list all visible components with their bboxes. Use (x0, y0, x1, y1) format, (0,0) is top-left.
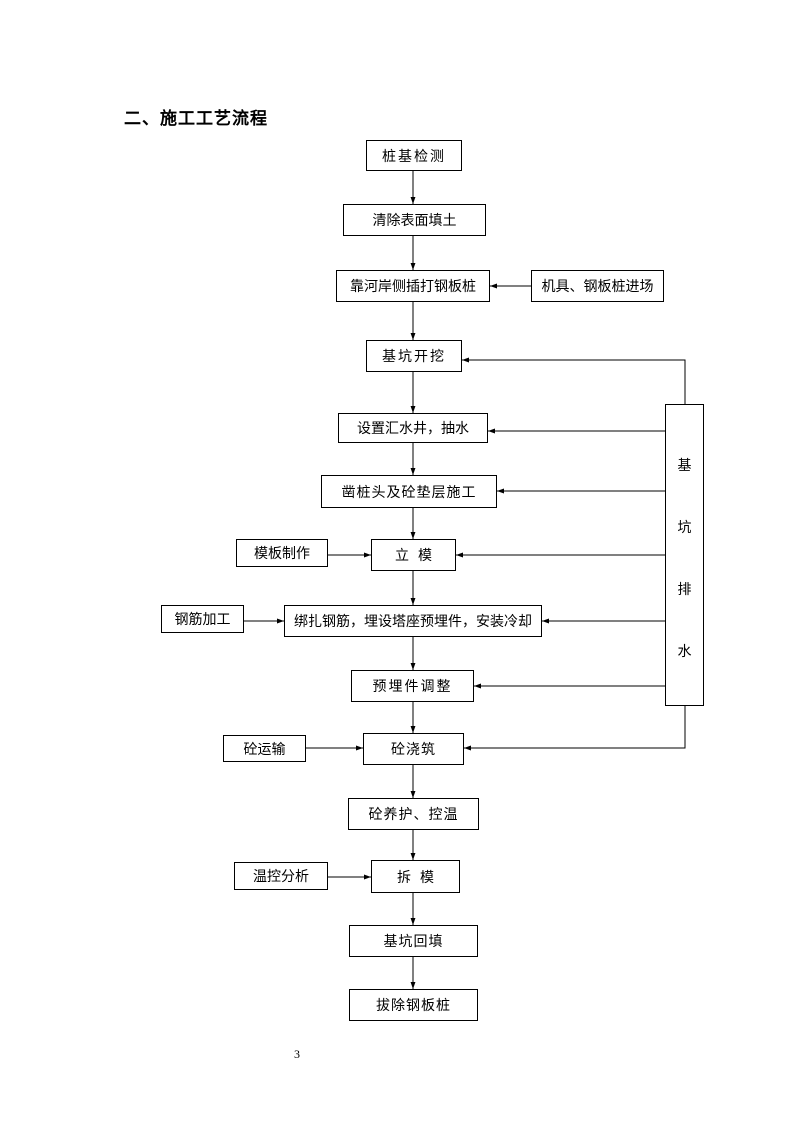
step-pile-head-cushion: 凿桩头及砼垫层施工 (321, 475, 497, 508)
drain-to-pour (464, 706, 686, 751)
drainage-char-4: 水 (677, 644, 692, 660)
step-sump-pumping: 设置汇水井，抽水 (338, 413, 488, 443)
drainage-char-3: 排 (677, 582, 692, 598)
drainage-char-2: 坑 (677, 520, 692, 536)
input-equipment: 机具、钢板桩进场 (531, 270, 664, 302)
step-curing-temp: 砼养护、控温 (348, 798, 479, 830)
step-remove-sheet-pile: 拔除钢板桩 (349, 989, 478, 1021)
step-concrete-pour: 砼浇筑 (363, 733, 464, 765)
step-formwork-erect: 立 模 (371, 539, 456, 571)
input-formwork-making: 模板制作 (236, 539, 328, 567)
foundation-pit-drainage-box: 基 坑 排 水 (665, 404, 704, 706)
step-formwork-strip: 拆 模 (371, 860, 460, 893)
input-rebar-processing: 钢筋加工 (161, 605, 244, 633)
drain-to-excavation (462, 357, 686, 404)
step-sheet-pile-driving: 靠河岸侧插打钢板桩 (336, 270, 490, 302)
input-temp-analysis: 温控分析 (234, 862, 328, 890)
step-pile-inspection: 桩基检测 (366, 140, 462, 171)
step-clear-fill: 清除表面填土 (343, 204, 486, 236)
step-embed-adjust: 预埋件调整 (351, 670, 474, 702)
drainage-char-1: 基 (677, 458, 692, 474)
page-number: 3 (294, 1047, 300, 1061)
input-concrete-transport: 砼运输 (223, 735, 306, 762)
step-rebar-embed-cooling: 绑扎钢筋，埋设塔座预埋件，安装冷却 (284, 605, 542, 637)
step-excavation: 基坑开挖 (366, 340, 462, 372)
step-backfill: 基坑回填 (349, 925, 478, 957)
section-title: 二、施工工艺流程 (124, 109, 268, 129)
